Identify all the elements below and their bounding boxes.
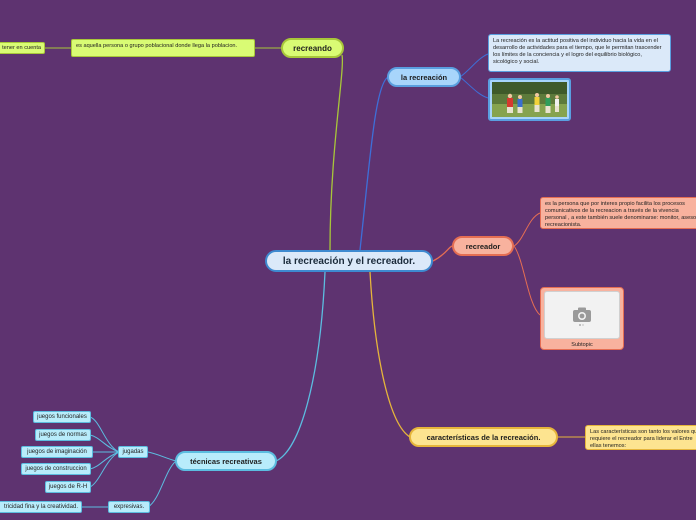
edge-caracteristicas <box>369 271 411 438</box>
subtopic-label: Subtopic <box>571 342 593 348</box>
recreando-definition-text: es aquella persona o grupo poblacional d… <box>76 43 238 49</box>
topic-tecnicas-label: técnicas recreativas <box>190 456 262 466</box>
leaf-label: juegos de construccion <box>25 466 87 472</box>
topic-la-recreacion-label: la recreación <box>400 72 448 82</box>
leaf-label: juegos de normas <box>39 432 87 438</box>
edge-tecnicas-jugadas <box>147 451 177 462</box>
edge-jugadas-4 <box>89 451 120 470</box>
recreador-definition[interactable]: es la persona que por interes propio fac… <box>540 197 696 229</box>
edge-jugadas-2 <box>89 434 120 453</box>
leaf-label: juegos funcionales <box>37 414 87 420</box>
edge-jugadas-1 <box>89 416 120 453</box>
edge-recreacion-definition <box>459 53 489 78</box>
leaf-juegos-de-normas[interactable]: juegos de normas <box>35 429 91 441</box>
recreando-definition[interactable]: es aquella persona o grupo poblacional d… <box>71 39 255 57</box>
expresivas-label: expresivas. <box>113 504 145 510</box>
la-recreacion-definition[interactable]: La recreación es la actitud positiva del… <box>488 34 671 72</box>
leaf-juegos-de-imaginacion[interactable]: juegos de imaginación <box>21 446 93 458</box>
topic-tecnicas-recreativas[interactable]: técnicas recreativas <box>175 451 277 471</box>
topic-recreador-label: recreador <box>465 241 501 251</box>
caracteristicas-definition-text: Las características son tanto los valore… <box>590 429 696 449</box>
edge-tecnicas-expresivas <box>147 460 177 508</box>
subtopic-expresivas[interactable]: expresivas. <box>108 501 150 513</box>
topic-recreador[interactable]: recreador <box>452 236 514 256</box>
edge-jugadas-5 <box>89 451 120 488</box>
la-recreacion-definition-text: La recreación es la actitud positiva del… <box>493 38 662 65</box>
la-recreacion-image-card[interactable] <box>488 78 571 121</box>
topic-caracteristicas[interactable]: características de la recreación. <box>409 427 558 447</box>
children-playing-photo-icon <box>492 82 567 117</box>
edge-recreando <box>329 54 344 251</box>
leaf-juegos-funcionales[interactable]: juegos funcionales <box>33 411 91 423</box>
edge-tecnicas <box>275 271 326 462</box>
recreando-child-tener-en-cuenta[interactable]: tener en cuenta <box>0 42 45 54</box>
edge-recreador <box>432 245 453 262</box>
topic-recreando-label: recreando <box>293 43 332 53</box>
central-topic-label: la recreación y el recreador. <box>282 255 416 267</box>
camera-icon <box>573 307 591 326</box>
edge-recreacion-image <box>459 76 489 99</box>
recreando-child-label: tener en cuenta <box>2 45 41 51</box>
leaf-expresivas-child[interactable]: tricidad fina y la creatividad. <box>0 501 82 513</box>
recreador-subtopic-card[interactable]: Subtopic <box>540 287 624 350</box>
leaf-juegos-de-r-h[interactable]: juegos de R-H <box>45 481 91 493</box>
topic-la-recreacion[interactable]: la recreación <box>387 67 461 87</box>
jugadas-label: jugadas <box>122 449 144 455</box>
edge-recreador-definition <box>513 212 541 247</box>
topic-caracteristicas-label: características de la recreación. <box>426 432 541 442</box>
edge-recreador-subtopic <box>513 245 541 316</box>
edge-la-recreacion <box>359 76 389 251</box>
recreador-definition-text: es la persona que por interes propio fac… <box>545 201 696 228</box>
topic-recreando[interactable]: recreando <box>281 38 344 58</box>
caracteristicas-definition[interactable]: Las características son tanto los valore… <box>585 425 696 450</box>
leaf-juegos-de-construccion[interactable]: juegos de construccion <box>21 463 91 475</box>
central-topic[interactable]: la recreación y el recreador. <box>265 250 433 272</box>
subtopic-jugadas[interactable]: jugadas <box>118 446 148 458</box>
image-placeholder <box>544 291 620 339</box>
leaf-label: juegos de imaginación <box>27 449 87 455</box>
leaf-label: tricidad fina y la creatividad. <box>3 504 78 510</box>
leaf-label: juegos de R-H <box>48 484 88 490</box>
